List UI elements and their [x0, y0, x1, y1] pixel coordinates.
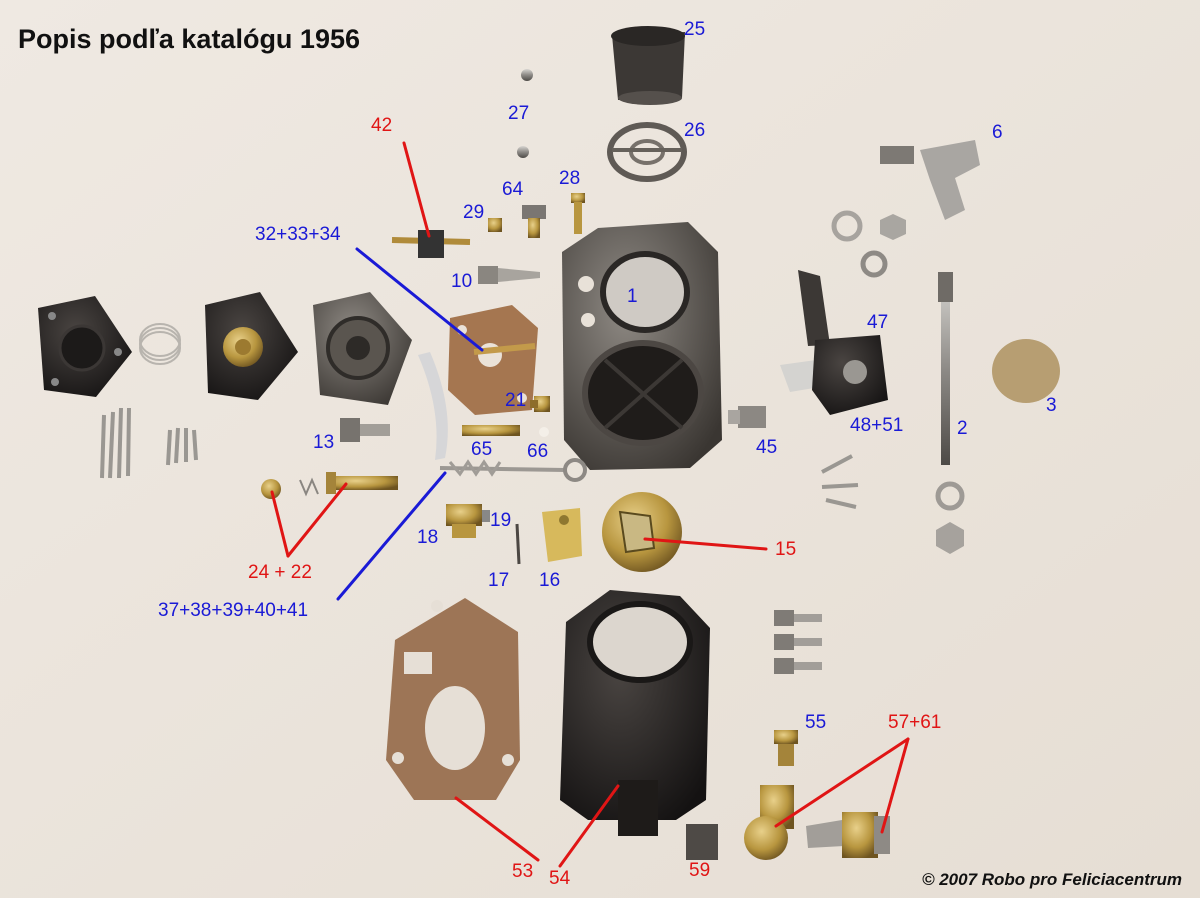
label-28: 28 [559, 168, 581, 189]
diaphragm-housing-part [313, 292, 412, 405]
float-bowl-part [560, 590, 710, 836]
label-6: 6 [992, 122, 1003, 143]
idle-screw-part [478, 266, 540, 284]
label-54: 54 [549, 868, 571, 889]
leader-line-61 [880, 737, 910, 834]
small-nut-part [517, 146, 529, 158]
small-nut-part [521, 69, 533, 81]
label-64: 64 [502, 179, 524, 200]
screw-part-45 [728, 406, 766, 428]
label-66: 66 [527, 441, 549, 462]
jet-part-24 [261, 479, 281, 499]
throttle-disc-part [992, 339, 1060, 403]
label-17: 17 [488, 570, 510, 591]
jet-part-28 [571, 193, 585, 234]
leader-line-37-41 [336, 471, 447, 601]
label-59: 59 [689, 860, 711, 881]
leader-line-57 [774, 737, 910, 828]
ball-part-66 [539, 427, 549, 437]
label-15: 15 [775, 539, 797, 560]
fuel-filter-part [686, 824, 718, 860]
label-18: 18 [417, 527, 439, 548]
spring-part [139, 323, 181, 365]
label-24-22: 24 + 22 [248, 562, 312, 583]
label-53: 53 [512, 861, 534, 882]
needle-valve-part [446, 504, 490, 538]
pin-part [515, 523, 521, 565]
float-part [602, 492, 682, 572]
leader-line-53 [454, 796, 540, 862]
leader-line-42 [402, 141, 431, 238]
lever-screw-part [391, 230, 471, 258]
jet-part-29 [488, 218, 502, 232]
label-42: 42 [371, 115, 393, 136]
label-47: 47 [867, 312, 889, 333]
jet-part-21 [530, 396, 550, 412]
label-29: 29 [463, 202, 485, 223]
jet-part-64 [522, 205, 546, 238]
screw-part-13 [340, 418, 390, 442]
diaphragm-part [205, 292, 298, 400]
leader-line-54 [558, 784, 620, 868]
page-title: Popis podľa katalógu 1956 [18, 24, 360, 54]
label-65: 65 [471, 439, 493, 460]
leader-line-32-34 [355, 247, 484, 352]
label-13: 13 [313, 432, 335, 453]
leader-line-22 [286, 482, 348, 558]
label-26: 26 [684, 120, 706, 141]
label-32-33-34: 32+33+34 [255, 224, 341, 245]
leader-line-24 [270, 490, 290, 558]
bowl-bolts-part [774, 610, 822, 674]
label-1: 1 [627, 286, 638, 307]
long-screws-part [100, 407, 198, 479]
banjo-bolt-part [806, 812, 890, 858]
spring-ring-part [607, 122, 687, 182]
label-25: 25 [684, 19, 706, 40]
small-screws-part [821, 454, 859, 509]
washers-nuts-part [831, 210, 965, 554]
spring-part-small [299, 477, 319, 497]
choke-lever-assembly-part [780, 270, 888, 415]
pump-lever-linkage-part [418, 352, 587, 482]
copyright-credit: © 2007 Robo pro Feliciacentrum [921, 870, 1182, 889]
drain-plug-part [774, 730, 798, 766]
throttle-bracket-part [880, 140, 980, 220]
label-16: 16 [539, 570, 561, 591]
label-10: 10 [451, 271, 473, 292]
leader-lines [270, 141, 910, 868]
label-3: 3 [1046, 395, 1057, 416]
jet-part-65 [462, 425, 520, 436]
bowl-gasket-part [386, 598, 520, 800]
label-57-61: 57+61 [888, 712, 942, 733]
label-48-51: 48+51 [850, 415, 904, 436]
leader-line-15 [643, 537, 768, 551]
label-19: 19 [490, 510, 512, 531]
diaphragm-cover-black-part [38, 296, 132, 397]
carburetor-body-part [562, 222, 722, 470]
label-37-41: 37+38+39+40+41 [158, 600, 309, 621]
float-bracket-part [542, 508, 582, 562]
label-21: 21 [505, 390, 527, 411]
label-55: 55 [805, 712, 827, 733]
label-27: 27 [508, 103, 530, 124]
pump-gasket-part [448, 305, 538, 415]
label-2: 2 [957, 418, 968, 439]
throttle-shaft-part [938, 272, 953, 465]
label-45: 45 [756, 437, 778, 458]
rubber-sleeve-part [611, 26, 685, 105]
